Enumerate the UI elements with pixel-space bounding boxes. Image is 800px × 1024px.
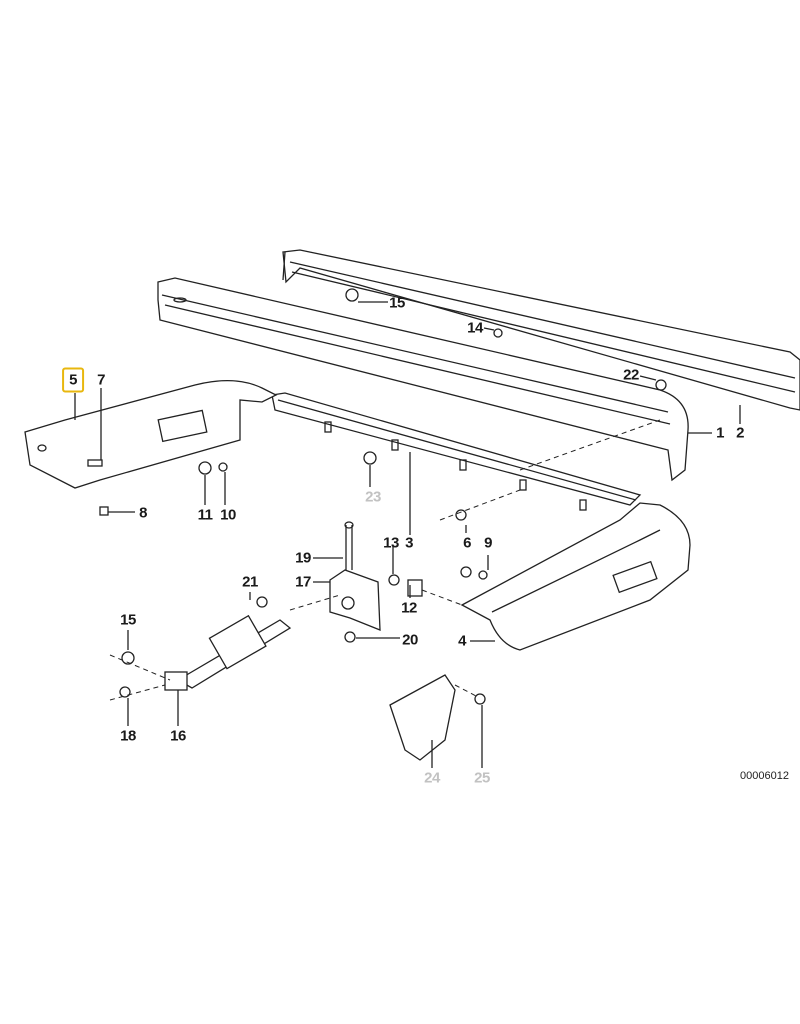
callout-3[interactable]: 3 bbox=[405, 534, 413, 552]
callout-23[interactable]: 23 bbox=[365, 488, 381, 506]
callout-13[interactable]: 13 bbox=[383, 534, 399, 552]
callout-4[interactable]: 4 bbox=[458, 632, 466, 650]
part-4-right-end-cap bbox=[460, 502, 691, 651]
callout-7[interactable]: 7 bbox=[97, 371, 105, 389]
part-2-bumper-bar bbox=[282, 249, 800, 411]
callout-22[interactable]: 22 bbox=[623, 366, 639, 384]
callout-20[interactable]: 20 bbox=[402, 631, 418, 649]
diagram-code: 00006012 bbox=[740, 770, 789, 782]
part-5-left-end-cap bbox=[24, 380, 278, 489]
leader-lines bbox=[74, 301, 741, 768]
callout-18[interactable]: 18 bbox=[120, 727, 136, 745]
part-16-impact-tube bbox=[164, 614, 292, 691]
callout-19[interactable]: 19 bbox=[295, 549, 311, 567]
part-3-carrier-rail bbox=[271, 392, 642, 511]
callout-2[interactable]: 2 bbox=[736, 424, 744, 442]
callout-16[interactable]: 16 bbox=[170, 727, 186, 745]
assembly-dashed-lines bbox=[109, 419, 661, 701]
callout-9[interactable]: 9 bbox=[484, 534, 492, 552]
callout-25[interactable]: 25 bbox=[474, 769, 490, 787]
callout-12[interactable]: 12 bbox=[401, 599, 417, 617]
callout-17[interactable]: 17 bbox=[295, 573, 311, 591]
part-17-bracket bbox=[329, 521, 381, 643]
fasteners bbox=[99, 288, 667, 705]
callout-15[interactable]: 15 bbox=[389, 294, 405, 312]
callout-6[interactable]: 6 bbox=[463, 534, 471, 552]
callout-8[interactable]: 8 bbox=[139, 504, 147, 522]
callout-1[interactable]: 1 bbox=[716, 424, 724, 442]
part-24-cover bbox=[389, 674, 456, 761]
callout-21[interactable]: 21 bbox=[242, 573, 258, 591]
callout-14[interactable]: 14 bbox=[467, 319, 483, 337]
callout-10[interactable]: 10 bbox=[220, 506, 236, 524]
callout-15-lower[interactable]: 15 bbox=[120, 611, 136, 629]
callout-24[interactable]: 24 bbox=[424, 769, 440, 787]
callout-11[interactable]: 11 bbox=[197, 506, 213, 524]
callout-5-highlighted[interactable]: 5 bbox=[62, 367, 84, 393]
